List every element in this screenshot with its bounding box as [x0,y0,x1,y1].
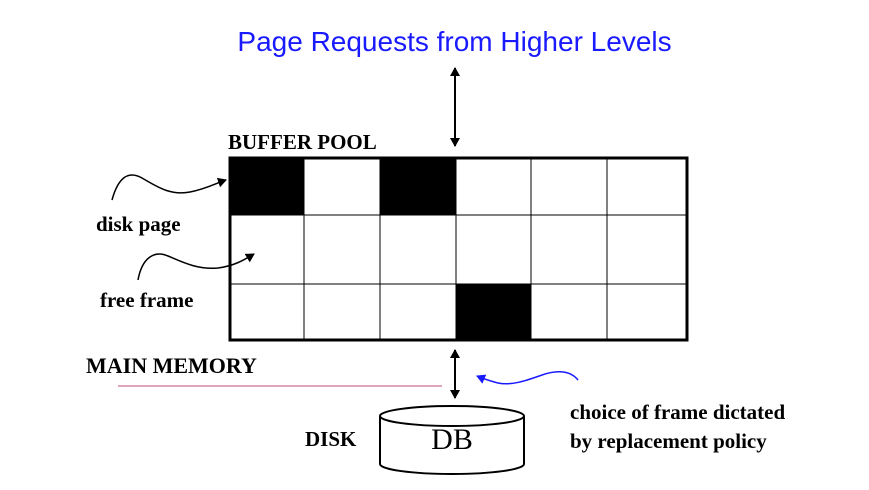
buffer-frame-free [606,157,688,216]
buffer-frame-free [303,214,381,285]
main-memory-label: MAIN MEMORY [86,353,257,378]
page-requests-title: Page Requests from Higher Levels [237,26,672,57]
buffer-frame-occupied [229,157,305,216]
buffer-frame-free [530,214,608,285]
buffer-frame-occupied [379,157,457,216]
disk-page-label: disk page [96,212,181,236]
buffer-frame-free [606,214,688,285]
buffer-frame-free [455,214,532,285]
buffer-pool-outline [228,156,689,342]
buffer-frame-occupied [455,283,532,341]
free-frame-pointer-curve [137,253,255,281]
buffer-pool-grid [228,156,689,342]
buffer-frame-free [455,157,532,216]
buffer-frame-free [303,283,381,341]
buffer-pool-label: BUFFER POOL [228,130,377,154]
disk-page-pointer-curve [111,174,227,201]
buffer-frame-free [379,283,457,341]
buffer-frame-free [379,214,457,285]
buffer-frame-free [530,283,608,341]
disk-label: DISK [305,427,357,451]
replacement-policy-pointer-curve [476,370,579,385]
free-frame-label: free frame [100,288,194,312]
buffer-frame-free [229,214,305,285]
buffer-frame-free [303,157,381,216]
buffer-frame-free [606,283,688,341]
buffer-frame-free [229,283,305,341]
buffer-frame-free [530,157,608,216]
db-cylinder [379,405,525,475]
replacement-policy-line-2: by replacement policy [570,429,767,453]
replacement-policy-line-1: choice of frame dictated [570,400,786,424]
db-label: DB [431,423,473,456]
replacement-policy-label: choice of frame dictated by replacement … [570,398,785,456]
